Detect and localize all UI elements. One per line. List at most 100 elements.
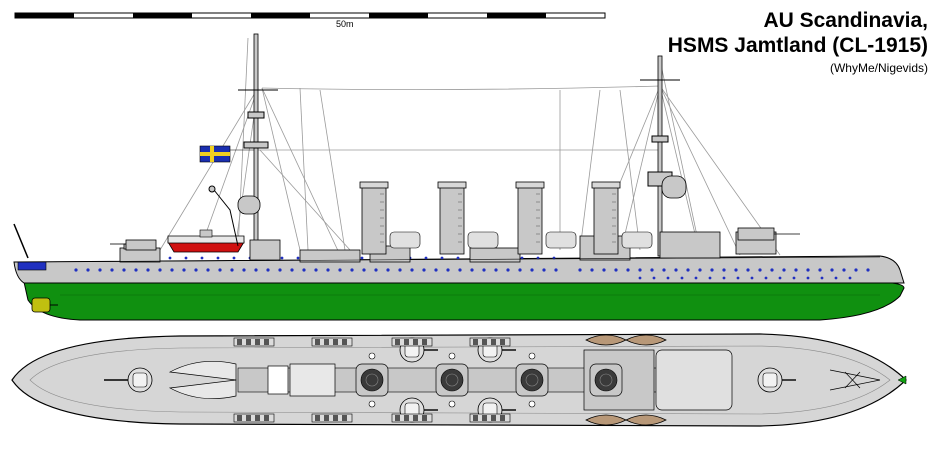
funnel xyxy=(517,183,543,255)
porthole xyxy=(98,268,102,272)
porthole xyxy=(386,268,390,272)
porthole xyxy=(602,268,606,272)
davit-boat xyxy=(469,337,511,347)
davit-fitting xyxy=(315,415,320,421)
porthole xyxy=(230,268,234,272)
deck-plan xyxy=(11,333,907,427)
porthole xyxy=(218,268,222,272)
porthole xyxy=(830,268,834,272)
porthole xyxy=(362,268,366,272)
davit-fitting xyxy=(482,339,487,345)
porthole xyxy=(122,268,126,272)
porthole xyxy=(440,256,444,260)
porthole xyxy=(578,268,582,272)
scale-segment xyxy=(487,13,546,18)
porthole xyxy=(242,268,246,272)
porthole xyxy=(614,268,618,272)
porthole xyxy=(778,276,782,280)
porthole xyxy=(338,268,342,272)
davit-fitting xyxy=(422,339,427,345)
porthole xyxy=(722,276,726,280)
porthole xyxy=(506,268,510,272)
porthole xyxy=(626,268,630,272)
porthole xyxy=(782,268,786,272)
funnel xyxy=(593,183,619,255)
porthole xyxy=(542,268,546,272)
davit-fitting xyxy=(395,415,400,421)
boat-crane xyxy=(208,185,239,247)
side-profile xyxy=(13,33,905,321)
scale-bar xyxy=(14,12,606,19)
davit-fitting xyxy=(342,415,347,421)
porthole xyxy=(590,268,594,272)
porthole xyxy=(820,276,824,280)
ventilator xyxy=(448,400,456,408)
porthole xyxy=(806,276,810,280)
porthole xyxy=(792,276,796,280)
davit-boat xyxy=(311,413,353,423)
porthole xyxy=(746,268,750,272)
davit-fitting xyxy=(473,339,478,345)
davit-fitting xyxy=(237,415,242,421)
davit-fitting xyxy=(333,339,338,345)
funnel xyxy=(439,183,465,255)
porthole xyxy=(854,268,858,272)
porthole xyxy=(554,268,558,272)
porthole xyxy=(470,268,474,272)
porthole xyxy=(818,268,822,272)
davit-fitting xyxy=(237,339,242,345)
ventilator xyxy=(528,352,536,360)
davit-boat xyxy=(391,413,433,423)
funnels-side xyxy=(359,181,653,255)
ventilator xyxy=(368,400,376,408)
porthole xyxy=(266,268,270,272)
porthole xyxy=(764,276,768,280)
funnel-opening xyxy=(440,368,464,392)
porthole xyxy=(398,268,402,272)
porthole xyxy=(722,268,726,272)
funnel-opening xyxy=(520,368,544,392)
porthole xyxy=(170,268,174,272)
porthole xyxy=(184,256,188,260)
porthole xyxy=(134,268,138,272)
porthole xyxy=(110,268,114,272)
davit-boats xyxy=(233,337,511,423)
porthole xyxy=(694,276,698,280)
ventilator xyxy=(368,352,376,360)
porthole xyxy=(638,268,642,272)
porthole xyxy=(410,268,414,272)
porthole xyxy=(848,276,852,280)
davit-fitting xyxy=(491,415,496,421)
porthole xyxy=(182,268,186,272)
porthole xyxy=(86,268,90,272)
davit-fitting xyxy=(413,339,418,345)
porthole xyxy=(770,268,774,272)
mainmast xyxy=(640,55,680,257)
davit-fitting xyxy=(500,415,505,421)
porthole xyxy=(494,268,498,272)
porthole xyxy=(794,268,798,272)
porthole xyxy=(456,256,460,260)
porthole xyxy=(280,256,284,260)
anchor-chains xyxy=(829,369,881,391)
davit-boat xyxy=(469,413,511,423)
porthole xyxy=(314,268,318,272)
porthole xyxy=(302,268,306,272)
porthole xyxy=(530,268,534,272)
scale-segment xyxy=(369,13,428,18)
davit-fitting xyxy=(324,339,329,345)
porthole xyxy=(758,268,762,272)
side-gun-turrets xyxy=(110,227,800,251)
davit-fitting xyxy=(473,415,478,421)
porthole xyxy=(424,256,428,260)
funnel-opening xyxy=(360,368,384,392)
porthole xyxy=(680,276,684,280)
funnels-plan xyxy=(355,352,623,408)
porthole xyxy=(686,268,690,272)
porthole xyxy=(652,276,656,280)
porthole xyxy=(662,268,666,272)
scale-segment xyxy=(15,13,74,18)
davit-boat xyxy=(233,413,275,423)
porthole xyxy=(518,268,522,272)
